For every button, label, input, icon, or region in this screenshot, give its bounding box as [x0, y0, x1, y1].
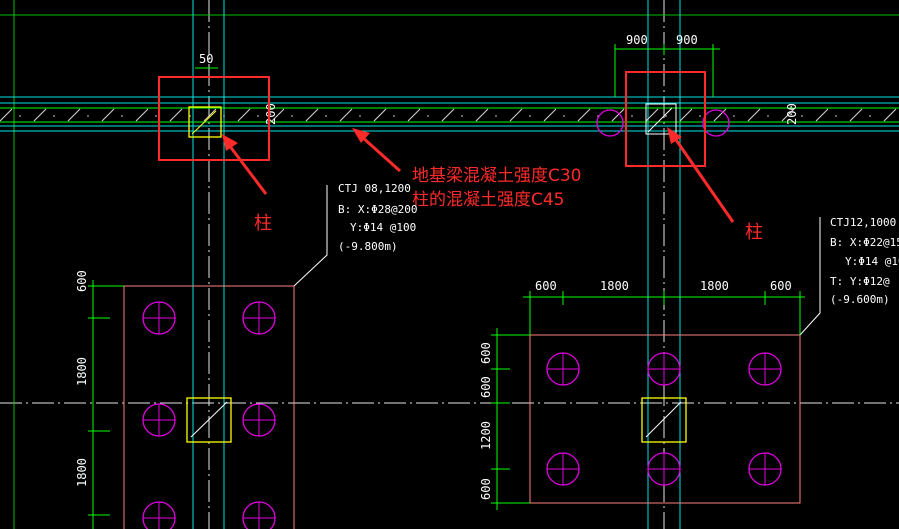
pile	[748, 352, 782, 386]
column-lines	[192, 0, 681, 529]
pile	[242, 301, 276, 335]
svg-text:T: Y:Φ12@: T: Y:Φ12@	[830, 275, 890, 288]
svg-text:Y:Φ14 @100: Y:Φ14 @100	[845, 255, 899, 268]
beam-pile-left	[596, 109, 624, 137]
foundation-beam[interactable]	[0, 96, 899, 132]
cap-column-left	[186, 397, 232, 443]
dim-beam-width-right: 200	[785, 103, 799, 125]
svg-text:(-9.800m): (-9.800m)	[338, 240, 398, 253]
beam-hatch	[0, 108, 897, 122]
right-cap-leader	[799, 217, 821, 336]
left-cap-dimension-chain	[88, 280, 124, 529]
pile	[647, 352, 681, 386]
left-dim-3: 1800	[75, 458, 89, 487]
beam-column-right[interactable]	[645, 103, 677, 135]
annotation-arrows	[222, 127, 735, 223]
pile	[142, 403, 176, 437]
left-cap-label: CTJ 08,1200 B: X:Φ28@200 Y:Φ14 @100 (-9.…	[338, 182, 417, 253]
pile	[546, 452, 580, 486]
left-dim-1: 600	[75, 270, 89, 292]
highlight-box-right	[625, 71, 706, 167]
dim-top-a: 900	[626, 33, 648, 47]
right-top-dim-1: 600	[535, 279, 557, 293]
svg-text:Y:Φ14 @100: Y:Φ14 @100	[350, 221, 416, 234]
right-dim-2: 600	[479, 376, 493, 398]
pile	[748, 452, 782, 486]
svg-text:CTJ12,1000: CTJ12,1000	[830, 216, 896, 229]
pile	[546, 352, 580, 386]
right-dim-3: 1200	[479, 421, 493, 450]
annotation-column-strength: 柱的混凝土强度C45	[412, 190, 565, 210]
pile	[647, 452, 681, 486]
svg-text:CTJ 08,1200: CTJ 08,1200	[338, 182, 411, 195]
highlight-box-left	[158, 76, 270, 161]
right-dim-1: 600	[479, 342, 493, 364]
column-label-right: 柱	[745, 222, 763, 243]
pile-cap-right[interactable]	[529, 334, 801, 504]
pile	[142, 301, 176, 335]
column-label-left: 柱	[254, 213, 272, 234]
svg-text:B: X:Φ22@150: B: X:Φ22@150	[830, 236, 899, 249]
dim-beam-offset: 50	[199, 52, 213, 66]
annotation-beam-strength: 地基梁混凝土强度C30	[412, 166, 582, 186]
right-top-dim-3: 1800	[700, 279, 729, 293]
right-cap-top-dimension	[523, 291, 805, 335]
top-dimension-chain	[614, 44, 720, 97]
svg-text:B: X:Φ28@200: B: X:Φ28@200	[338, 203, 417, 216]
right-cap-label: CTJ12,1000 B: X:Φ22@150 Y:Φ14 @100 T: Y:…	[830, 216, 899, 306]
svg-text:(-9.600m): (-9.600m)	[830, 293, 890, 306]
right-top-dim-2: 1800	[600, 279, 629, 293]
beam-column-left[interactable]	[188, 106, 222, 138]
right-cap-vertical-dimension	[491, 328, 530, 510]
right-top-dim-4: 600	[770, 279, 792, 293]
dim-top-b: 900	[676, 33, 698, 47]
pile	[242, 403, 276, 437]
dim-beam-width-left: 200	[264, 103, 278, 125]
right-dim-4: 600	[479, 478, 493, 500]
left-dim-2: 1800	[75, 357, 89, 386]
beam-pile-right	[702, 109, 730, 137]
cap-column-right	[641, 397, 687, 443]
left-cap-leader	[293, 185, 328, 287]
pile-cap-left[interactable]	[123, 285, 295, 529]
